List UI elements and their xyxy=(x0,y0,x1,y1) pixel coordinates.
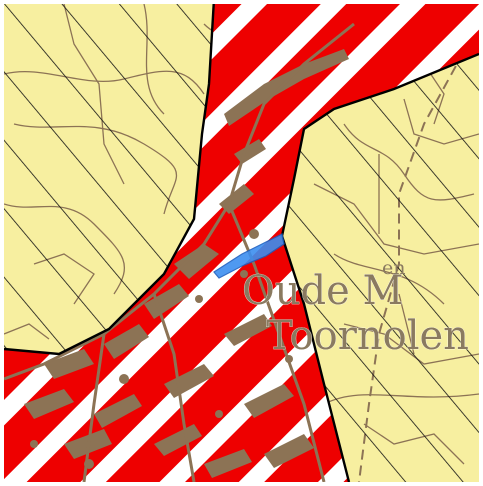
place-name-line2: Toornolen xyxy=(266,313,469,359)
place-name-superscript: en xyxy=(382,257,405,279)
place-name-line1: Oude M xyxy=(242,268,404,314)
zone-outline-east xyxy=(280,52,479,482)
building-blocks xyxy=(24,49,349,478)
road-lines xyxy=(4,22,355,482)
map-canvas[interactable]: Oude M en Toornolen xyxy=(4,4,479,482)
zone-outline xyxy=(4,4,215,356)
highlighted-parcel[interactable] xyxy=(213,233,285,279)
red-striped-corridor xyxy=(4,4,479,482)
